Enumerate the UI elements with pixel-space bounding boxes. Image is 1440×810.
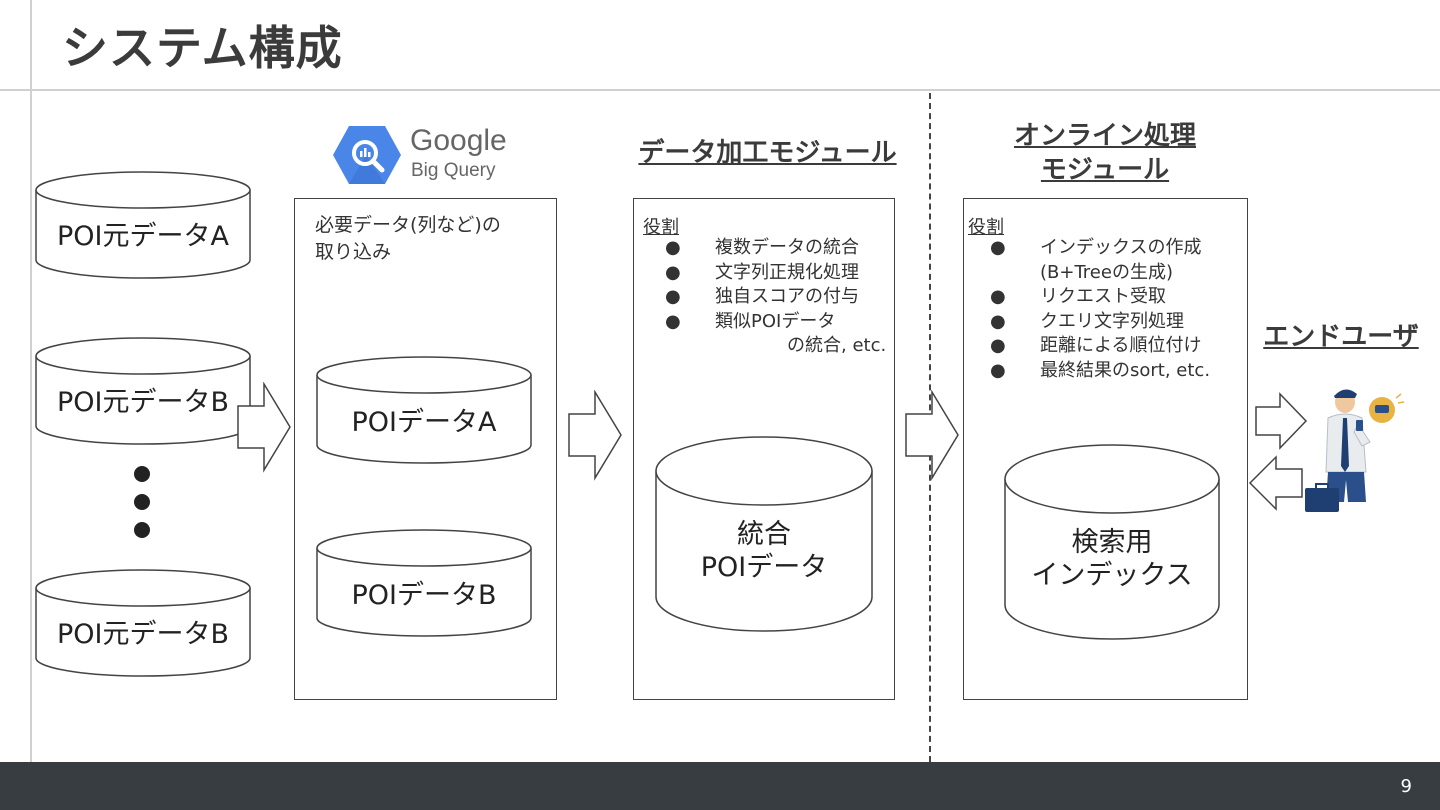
bullet-icon: ●	[665, 237, 681, 258]
bq-table-cylinder-b	[316, 529, 532, 637]
online-role-list: ●インデックスの作成 (B+Treeの生成) ●リクエスト受取 ●クエリ文字列処…	[968, 236, 1244, 383]
search-index-db-label-2: インデックス	[1031, 560, 1193, 591]
online-module-heading-1: オンライン処理	[1013, 121, 1196, 151]
bigquery-brand-google: Google	[410, 124, 507, 157]
ellipsis-dot	[134, 494, 150, 510]
search-index-db-label-1: 検索用	[1071, 527, 1153, 558]
bullet-icon: ●	[990, 286, 1006, 307]
integrated-poi-db-cylinder	[655, 436, 873, 632]
ellipsis-dot	[134, 466, 150, 482]
bullet-icon: ●	[990, 310, 1006, 332]
bigquery-brand-name: Big Query	[411, 160, 496, 181]
businessman-with-phone-icon	[1305, 389, 1405, 512]
online-module-heading-2: モジュール	[1040, 155, 1170, 185]
bq-table-label-b: POIデータB	[351, 580, 497, 611]
response-arrow-left-icon	[1248, 455, 1303, 511]
role-item: ●類似POIデータ の統合, etc.	[665, 310, 887, 357]
bullet-icon: ●	[665, 310, 681, 332]
search-index-db-cylinder	[1004, 444, 1220, 640]
role-item: ●独自スコアの付与	[643, 285, 891, 310]
source-db-label-c: POI元データB	[56, 619, 230, 650]
bullet-icon: ●	[665, 261, 681, 283]
source-db-cylinder-c	[35, 569, 251, 677]
request-arrow-right-icon	[1255, 392, 1308, 450]
bigquery-panel-text: 必要データ(列など)の 取り込み	[315, 214, 501, 263]
source-db-cylinder-a	[35, 171, 251, 279]
online-role-label: 役割	[968, 217, 1004, 238]
end-user-heading: エンドユーザ	[1263, 322, 1419, 352]
integrated-poi-db-label-2: POIデータ	[700, 552, 828, 583]
slide-footer-bar	[0, 762, 1440, 810]
slide-title: システム構成	[62, 21, 343, 75]
bq-table-label-a: POIデータA	[351, 407, 497, 438]
role-item: ●最終結果のsort, etc.	[968, 359, 1244, 384]
role-item: ●文字列正規化処理	[643, 261, 891, 286]
source-db-cylinder-b	[35, 337, 251, 445]
left-margin-rule	[30, 0, 32, 762]
flow-arrow-right-icon	[905, 390, 959, 481]
source-db-label-a: POI元データA	[57, 221, 229, 252]
bq-table-cylinder-a	[316, 356, 532, 464]
bigquery-hexagon-icon	[333, 126, 401, 184]
source-db-label-b: POI元データB	[56, 387, 230, 418]
bullet-icon: ●	[665, 286, 681, 307]
processing-role-list: ●複数データの統合 ●文字列正規化処理 ●独自スコアの付与 ●類似POIデータ …	[643, 236, 891, 359]
role-item: ●複数データの統合	[643, 236, 891, 261]
integrated-poi-db-label-1: 統合	[737, 519, 791, 550]
page-number: 9	[1400, 776, 1412, 797]
ellipsis-dot	[134, 522, 150, 538]
role-item: ●クエリ文字列処理	[968, 310, 1244, 335]
role-item: ●リクエスト受取	[968, 285, 1244, 310]
flow-arrow-right-icon	[568, 390, 622, 481]
processing-role-label: 役割	[643, 217, 679, 238]
bullet-icon: ●	[990, 359, 1006, 381]
processing-module-heading: データ加工モジュール	[638, 138, 897, 168]
title-underline-rule	[0, 89, 1440, 91]
role-item: ●距離による順位付け	[968, 334, 1244, 359]
flow-arrow-right-icon	[237, 382, 291, 473]
bullet-icon: ●	[990, 237, 1006, 258]
role-item: ●インデックスの作成 (B+Treeの生成)	[990, 237, 1202, 283]
bullet-icon: ●	[990, 335, 1006, 356]
